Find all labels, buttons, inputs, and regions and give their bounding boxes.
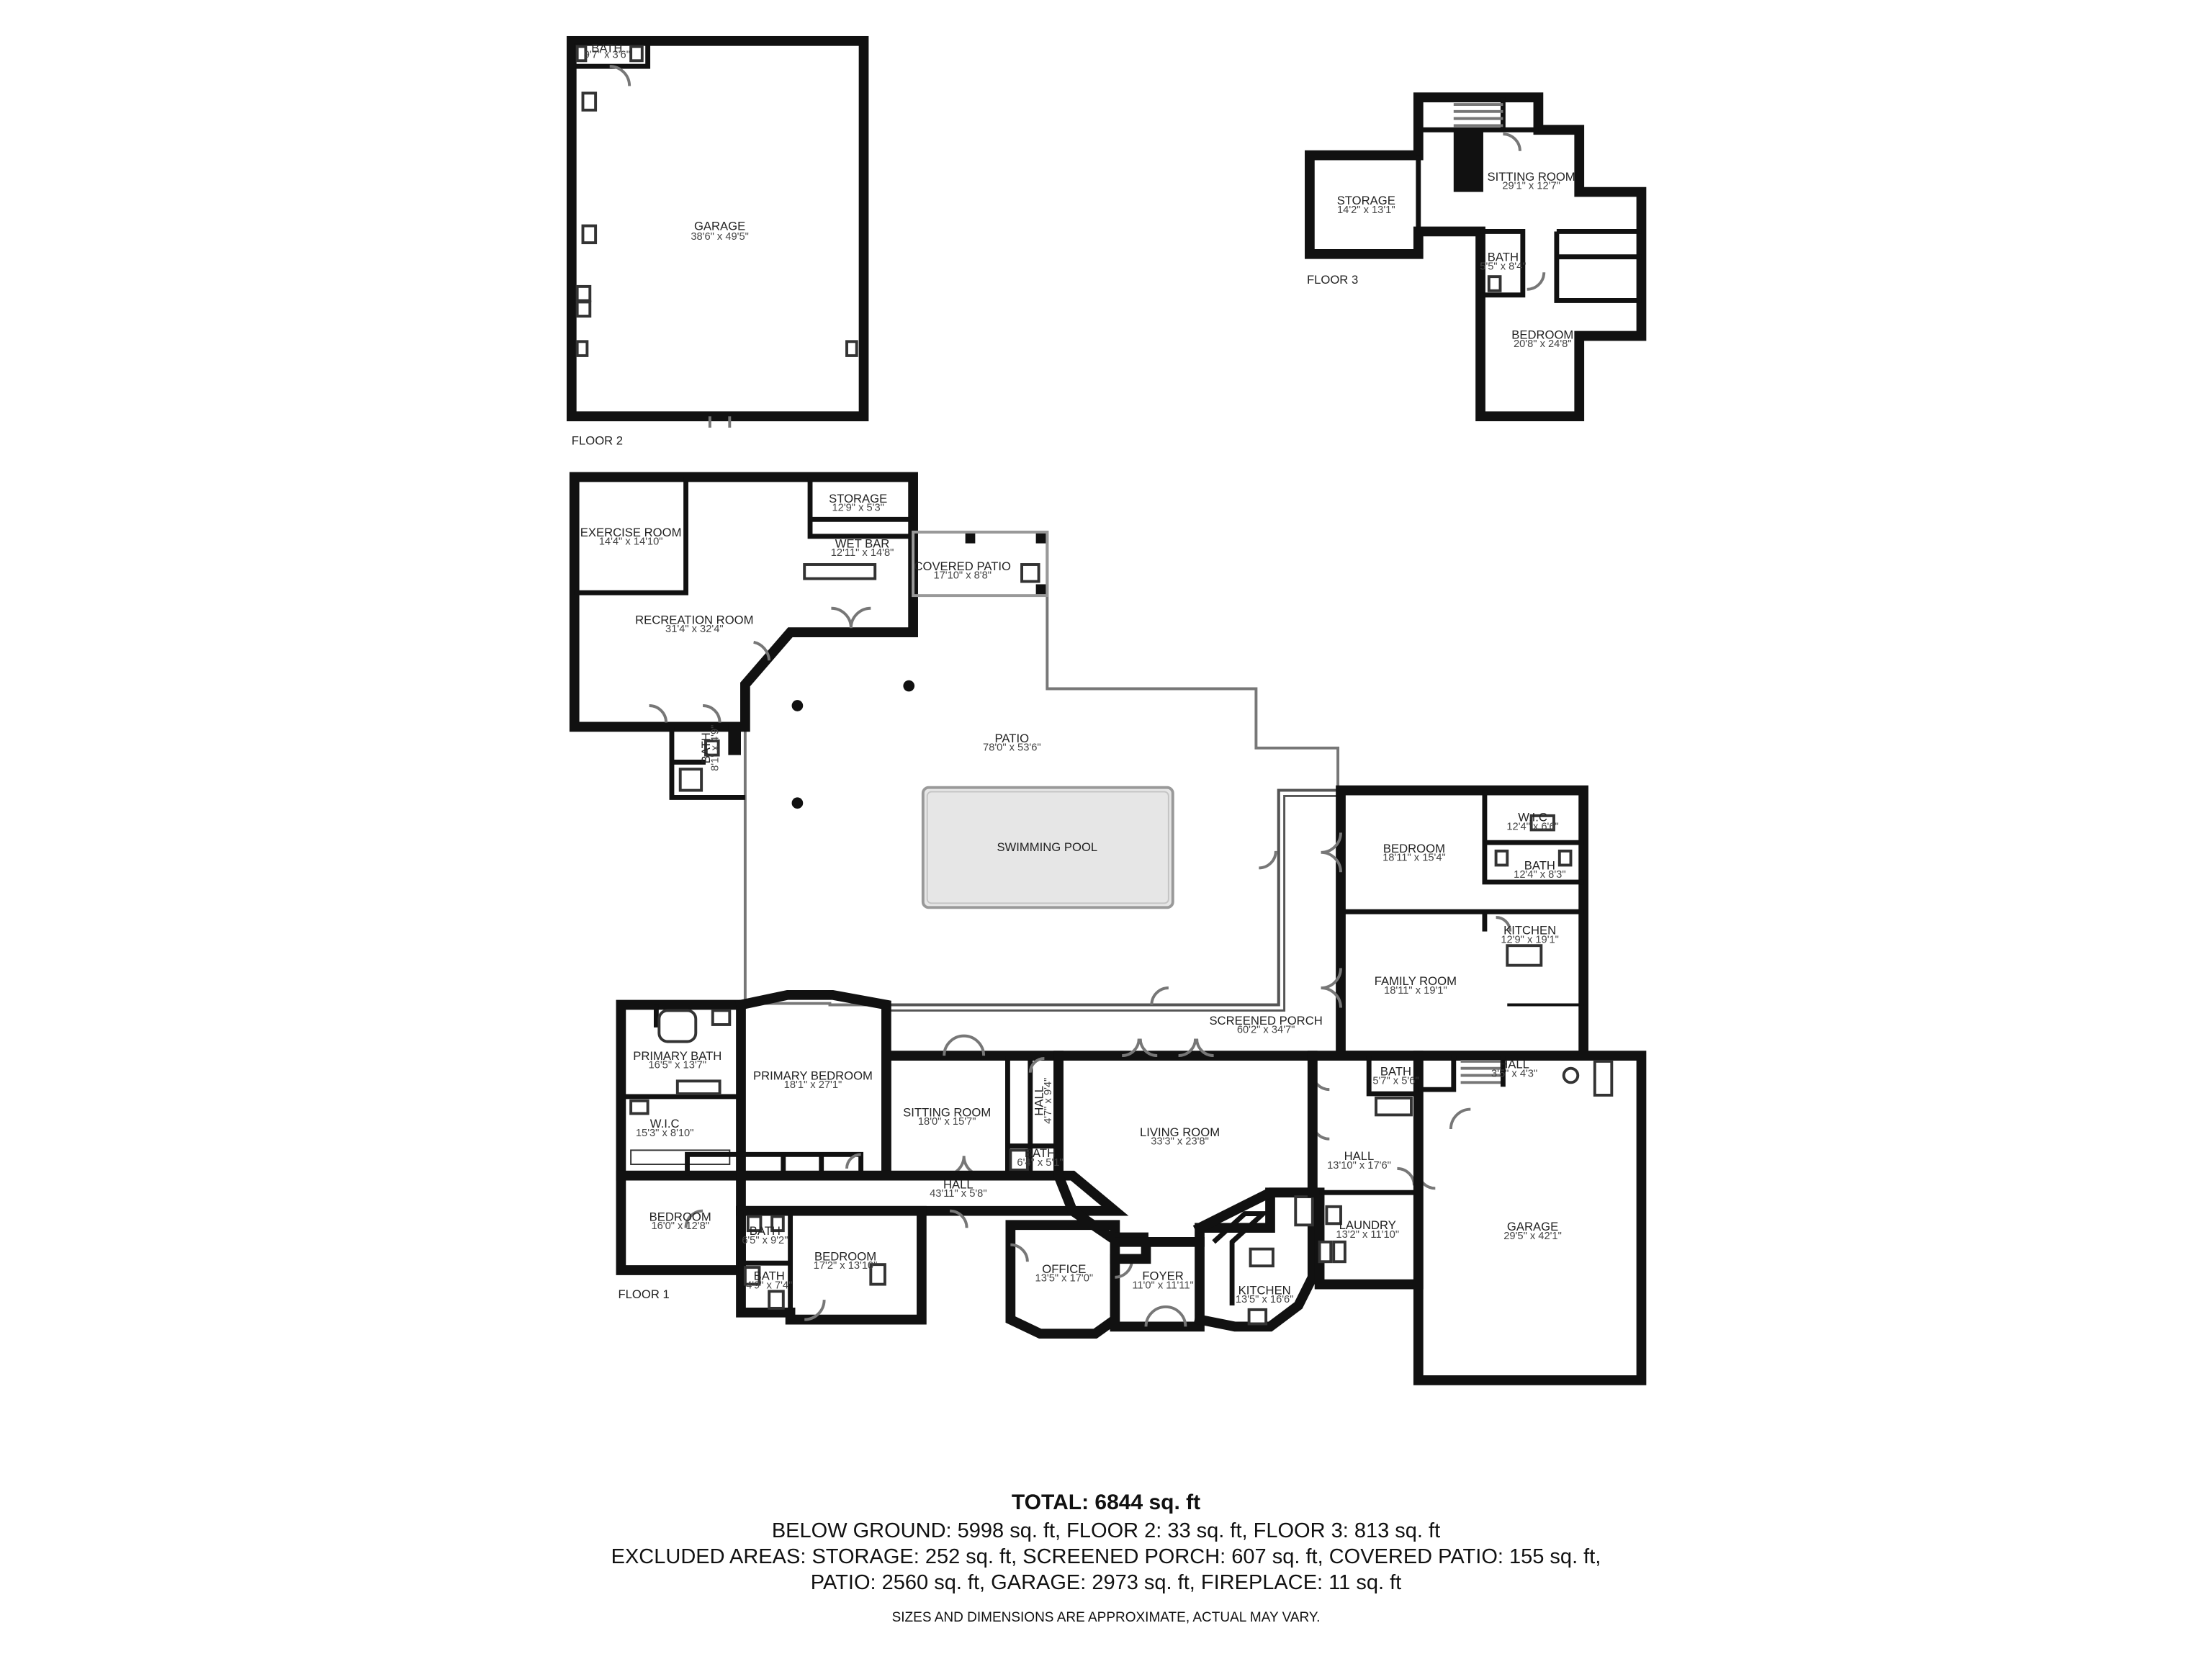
laundry-name: LAUNDRY (1339, 1218, 1396, 1232)
office-name: OFFICE (1042, 1262, 1086, 1276)
bathE-name: BATH (1524, 858, 1555, 872)
office-dim: 13'5" x 17'0" (1035, 1273, 1094, 1285)
bath3-dim: 5'5" x 8'4" (1480, 261, 1526, 272)
screenedporch-name: SCREENED PORCH (1209, 1014, 1322, 1028)
kitchenE-name: KITCHEN (1503, 924, 1556, 938)
hallE-name: HALL (1344, 1149, 1375, 1163)
hallmain-dim: 43'11" x 5'8" (930, 1188, 986, 1200)
wetbar-name: WET BAR (835, 536, 890, 550)
hallsmall-name: HALL (1032, 1086, 1046, 1116)
bedroom3-dim: 20'8" x 24'8" (1514, 338, 1572, 350)
primarybed-name: PRIMARY BEDROOM (753, 1069, 873, 1082)
patio-name: PATIO (995, 732, 1030, 745)
exercise-dim: 14'4" x 14'10" (599, 536, 663, 548)
area-summary: TOTAL: 6844 sq. ft BELOW GROUND: 5998 sq… (0, 1491, 2212, 1626)
bath2-name: BATH (591, 42, 622, 55)
bath2-dim: 9'7" x 3'6" (584, 49, 630, 60)
bathrec-name: BATH (699, 732, 713, 763)
garage2-name: GARAGE (694, 219, 745, 233)
total-area: TOTAL: 6844 sq. ft (1011, 1491, 1201, 1514)
bedroom3-name: BEDROOM (1511, 328, 1573, 341)
screenedporch-dim: 60'2" x 34'7" (1237, 1025, 1295, 1036)
wic1-dim: 15'3" x 8'10" (636, 1128, 694, 1139)
recreation-name: RECREATION ROOM (635, 613, 753, 626)
sitting3-name: SITTING ROOM (1488, 170, 1575, 184)
floor3-label: FLOOR 3 (1307, 273, 1358, 287)
disclaimer: SIZES AND DIMENSIONS ARE APPROXIMATE, AC… (891, 1610, 1321, 1625)
storage1-dim: 12'9" x 5'3" (832, 503, 884, 514)
storage1-name: STORAGE (829, 492, 887, 505)
bathE-dim: 12'4" x 8'3" (1514, 869, 1565, 881)
exercise-name: EXERCISE ROOM (580, 526, 682, 539)
bath5-name: BATH (1380, 1065, 1411, 1079)
kitchen1-name: KITCHEN (1238, 1283, 1291, 1297)
patio-dim: 78'0" x 53'6" (983, 742, 1041, 754)
pool-name: SWIMMING POOL (997, 840, 1097, 854)
bedroomS-name: BEDROOM (814, 1249, 876, 1263)
wic1-name: W.I.C (650, 1117, 680, 1130)
storage3-name: STORAGE (1337, 194, 1395, 207)
hallstair-name: HALL (1499, 1058, 1529, 1071)
bathsit-name: BATH (1025, 1146, 1056, 1160)
livingroom-dim: 33'3" x 23'8" (1151, 1136, 1209, 1148)
wicE-dim: 12'4" x 6'6" (1506, 821, 1558, 832)
storage3-dim: 14'2" x 13'1" (1337, 204, 1395, 216)
familyroom-dim: 18'11" x 19'1" (1384, 985, 1447, 997)
garage1-dim: 29'5" x 42'1" (1503, 1231, 1562, 1242)
bathW1-name: BATH (750, 1224, 781, 1238)
floor2-label: FLOOR 2 (572, 433, 623, 447)
bath3-name: BATH (1488, 251, 1519, 264)
sittingroom1-name: SITTING ROOM (903, 1105, 991, 1119)
laundry-dim: 13'2" x 11'10" (1336, 1229, 1399, 1241)
bath5-dim: 5'7" x 5'6" (1372, 1075, 1419, 1087)
livingroom-name: LIVING ROOM (1140, 1125, 1220, 1139)
floor-3: STORAGE 14'2" x 13'1" SITTING ROOM 29'1"… (1305, 92, 1647, 422)
wetbar-dim: 12'11" x 14'8" (831, 547, 894, 559)
coveredpatio-dim: 17'10" x 8'8" (933, 570, 992, 582)
floor1-label: FLOOR 1 (618, 1287, 669, 1301)
kitchenE-dim: 12'9" x 19'1" (1501, 934, 1559, 945)
bedroomW-name: BEDROOM (649, 1210, 711, 1223)
hallmain-name: HALL (943, 1177, 974, 1191)
bathW2-name: BATH (754, 1269, 785, 1283)
hallstair-dim: 3'5" x 4'3" (1491, 1068, 1537, 1079)
bedroomW-dim: 16'0" x 12'8" (651, 1220, 709, 1232)
bathsit-dim: 6'4" x 5'1" (1017, 1157, 1063, 1169)
primarybath-name: PRIMARY BATH (633, 1049, 721, 1063)
foyer-dim: 11'0" x 11'11" (1132, 1280, 1193, 1291)
recreation-dim: 31'4" x 32'4" (665, 624, 724, 635)
hallsmall-dim: 4'7" x 9'4" (1043, 1078, 1054, 1124)
area-line-1: BELOW GROUND: 5998 sq. ft, FLOOR 2: 33 s… (771, 1519, 1441, 1542)
bathW2-dim: 4'9" x 7'4" (746, 1280, 792, 1291)
coveredpatio-name: COVERED PATIO (914, 559, 1011, 573)
kitchen1-dim: 13'5" x 16'6" (1236, 1294, 1294, 1305)
sitting3-dim: 29'1" x 12'7" (1502, 181, 1560, 192)
hallE-dim: 13'10" x 17'6" (1327, 1160, 1391, 1172)
floor-1: EXERCISE ROOM 14'4" x 14'10" STORAGE 12'… (569, 472, 1647, 1385)
area-line-2: EXCLUDED AREAS: STORAGE: 252 sq. ft, SCR… (611, 1545, 1601, 1568)
bedroomE-dim: 18'11" x 15'4" (1382, 853, 1446, 864)
area-line-3: PATIO: 2560 sq. ft, GARAGE: 2973 sq. ft,… (810, 1571, 1402, 1594)
sittingroom1-dim: 18'0" x 15'7" (918, 1116, 976, 1128)
bedroomE-name: BEDROOM (1383, 842, 1445, 855)
bedroomS-dim: 17'2" x 13'10" (814, 1260, 878, 1272)
garage1-name: GARAGE (1507, 1220, 1558, 1233)
bathW1-dim: 6'5" x 9'2" (742, 1235, 788, 1246)
foyer-name: FOYER (1142, 1269, 1183, 1283)
primarybath-dim: 16'5" x 13'7" (649, 1060, 707, 1071)
primarybed-dim: 18'1" x 27'1" (784, 1079, 842, 1091)
floor-2: BATH 9'7" x 3'6" GARAGE 38'6" x 49'5" FL… (566, 35, 869, 447)
familyroom-name: FAMILY ROOM (1375, 974, 1457, 988)
wicE-name: W.I.C (1518, 811, 1547, 824)
bathrec-dim: 8'1" x 4'9" (710, 725, 721, 771)
garage2-dim: 38'6" x 49'5" (691, 231, 749, 243)
